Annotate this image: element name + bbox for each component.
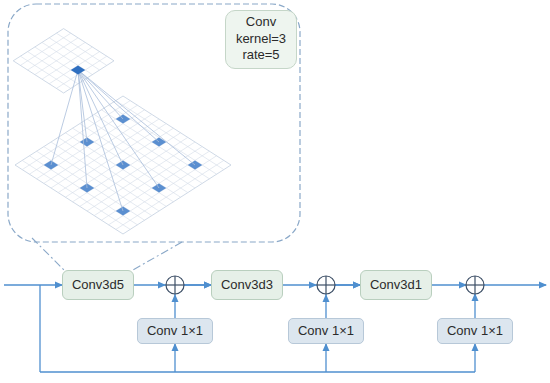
grid-line — [65, 133, 173, 202]
grid-line — [37, 151, 145, 220]
sum-symbol — [466, 276, 484, 294]
conv-info-box: Conv kernel=3 rate=5 — [225, 10, 297, 69]
pointwise-conv-box: Conv 1×1 — [288, 318, 364, 344]
grid-line — [56, 56, 106, 88]
grid-line — [35, 47, 85, 79]
sum-symbol — [474, 276, 475, 294]
sampling-line — [51, 70, 78, 165]
arrowhead — [323, 294, 330, 302]
output-line — [432, 284, 466, 285]
box-label: Conv3d3 — [221, 277, 273, 294]
output-line — [474, 294, 475, 318]
box-label: Conv3d5 — [72, 277, 124, 294]
sampling-line — [78, 70, 159, 188]
grid-line — [101, 110, 209, 179]
grid-line — [35, 42, 85, 74]
grid-line — [42, 47, 92, 79]
sum-symbol — [174, 276, 175, 294]
arrowhead — [309, 282, 317, 289]
callout-outline — [8, 4, 300, 242]
grid-line — [49, 38, 99, 70]
sum-symbol — [317, 276, 335, 294]
grid-line — [65, 128, 173, 197]
grid-line — [22, 160, 130, 229]
grid-line — [56, 33, 106, 65]
grid-line — [29, 156, 137, 225]
skip-branch — [474, 344, 475, 372]
grid-line — [116, 160, 224, 229]
box-label: Conv 1×1 — [298, 323, 354, 340]
grid-line — [49, 52, 99, 84]
arrowhead — [158, 282, 166, 289]
grid-line — [116, 101, 224, 170]
box-label: Conv 1×1 — [147, 323, 203, 340]
grid-line — [42, 42, 92, 74]
sampling-line — [78, 70, 123, 165]
sum-symbol — [325, 276, 326, 294]
sampling-line — [78, 70, 123, 211]
sampling-line — [78, 70, 195, 165]
box-label: Conv kernel=3 rate=5 — [232, 14, 290, 65]
box-label: Conv3d1 — [370, 277, 422, 294]
box-label: Conv 1×1 — [447, 323, 503, 340]
grid-line — [22, 101, 130, 170]
skip-branch — [174, 344, 175, 372]
arrowhead — [172, 294, 179, 302]
sampling-line — [78, 70, 123, 119]
grid-drawing — [13, 29, 231, 234]
grid-line — [94, 147, 202, 216]
input-line — [4, 284, 62, 285]
sampling-line — [78, 70, 159, 142]
grid-plane — [13, 29, 114, 93]
grid-line — [80, 137, 188, 206]
grid-line — [20, 33, 70, 65]
skip-branch — [325, 344, 326, 372]
sum-symbol — [166, 276, 184, 294]
grid-line — [58, 137, 166, 206]
grid-line — [101, 151, 209, 220]
dilated-conv-box: Conv3d5 — [62, 270, 134, 300]
skip-bus — [40, 371, 475, 372]
grid-line — [94, 114, 202, 183]
grid-line — [28, 52, 78, 84]
grid-line — [109, 156, 217, 225]
grid-line — [73, 128, 181, 197]
grid-line — [80, 124, 188, 193]
grid-line — [44, 147, 152, 216]
output-line — [484, 284, 546, 285]
grid-line — [51, 142, 159, 211]
sampling-line — [78, 70, 87, 188]
skip-line — [39, 285, 40, 372]
grid-line — [37, 110, 145, 179]
grid-line — [73, 133, 181, 202]
leader-line — [32, 238, 64, 270]
output-cell — [71, 65, 85, 74]
grid-line — [87, 119, 195, 188]
dilated-conv-box: Conv3d3 — [211, 270, 283, 300]
grid-line — [28, 38, 78, 70]
grid-line — [20, 56, 70, 88]
grid-line — [44, 114, 152, 183]
dilated-conv-box: Conv3d1 — [360, 270, 432, 300]
pointwise-conv-box: Conv 1×1 — [437, 318, 513, 344]
pointwise-conv-box: Conv 1×1 — [137, 318, 213, 344]
leader-line — [133, 242, 182, 270]
grid-line — [109, 105, 217, 174]
